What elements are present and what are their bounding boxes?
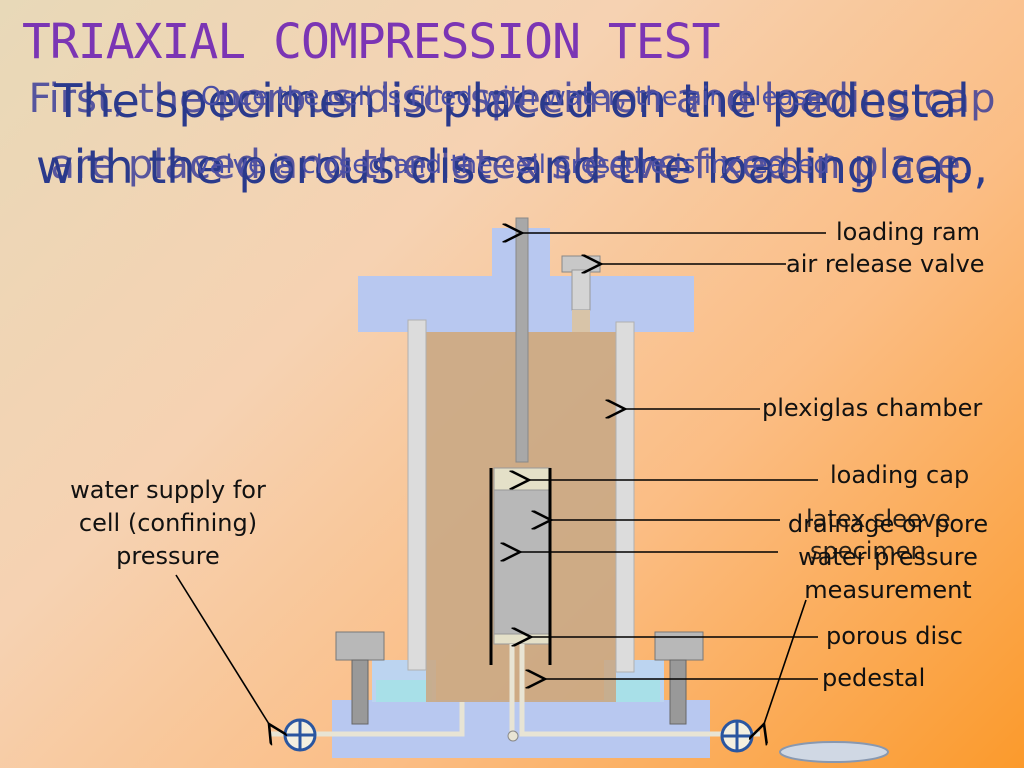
supply-valve-icon xyxy=(283,718,317,752)
label-plexiglas-chamber: plexiglas chamber xyxy=(762,394,983,422)
specimen xyxy=(493,489,551,637)
collection-dish xyxy=(779,741,889,763)
overlay-text-line: First, the porous disc, specimen and loa… xyxy=(28,76,996,122)
overlay-text-line: are placed and the latex sleeve fixed in… xyxy=(50,142,974,188)
slide-title: TRIAXIAL COMPRESSION TEST xyxy=(22,14,720,70)
drainage-valve-icon xyxy=(720,719,754,753)
overlay-text-line: with the porous disc and the loading cap… xyxy=(36,140,988,194)
label-pedestal: pedestal xyxy=(822,664,926,692)
loading-ram xyxy=(515,217,529,463)
label-drainage: drainage or pore water pressure measurem… xyxy=(787,510,989,604)
label-specimen: specimen xyxy=(810,537,926,565)
label-air-release-valve: air release valve xyxy=(786,250,985,278)
supply-tube xyxy=(270,702,465,737)
overlay-text-line: valve is closed and the cell pressure is… xyxy=(194,150,830,180)
label-latex-sleeve: latex sleeve xyxy=(806,505,951,533)
tie-bolt-left-stem xyxy=(351,659,369,725)
leader-drainage xyxy=(764,599,807,724)
air-release-valve-tip xyxy=(572,310,590,332)
tie-bolt-right-stem xyxy=(669,659,687,725)
leader-water-supply xyxy=(175,574,269,724)
base-water-right xyxy=(604,680,660,702)
pillar-right xyxy=(615,321,635,673)
overlay-text-line: Once the cell is filled with water, the … xyxy=(201,82,823,112)
label-loading-ram: loading ram xyxy=(836,218,980,246)
tie-bolt-left-head xyxy=(335,631,385,661)
drainage-tube xyxy=(509,644,760,737)
drainage-junction xyxy=(507,730,519,742)
label-water-supply: water supply for cell (confining) pressu… xyxy=(70,476,266,570)
overlay-text-line: The specimen is placed on the pedestal xyxy=(54,74,970,128)
label-loading-cap: loading cap xyxy=(830,461,970,489)
label-porous-disc: porous disc xyxy=(826,622,963,650)
air-release-valve-stem xyxy=(571,269,591,311)
porous-disc xyxy=(493,633,551,645)
base-water-left xyxy=(376,680,432,702)
pillar-left xyxy=(407,319,427,671)
loading-cap xyxy=(493,467,551,491)
